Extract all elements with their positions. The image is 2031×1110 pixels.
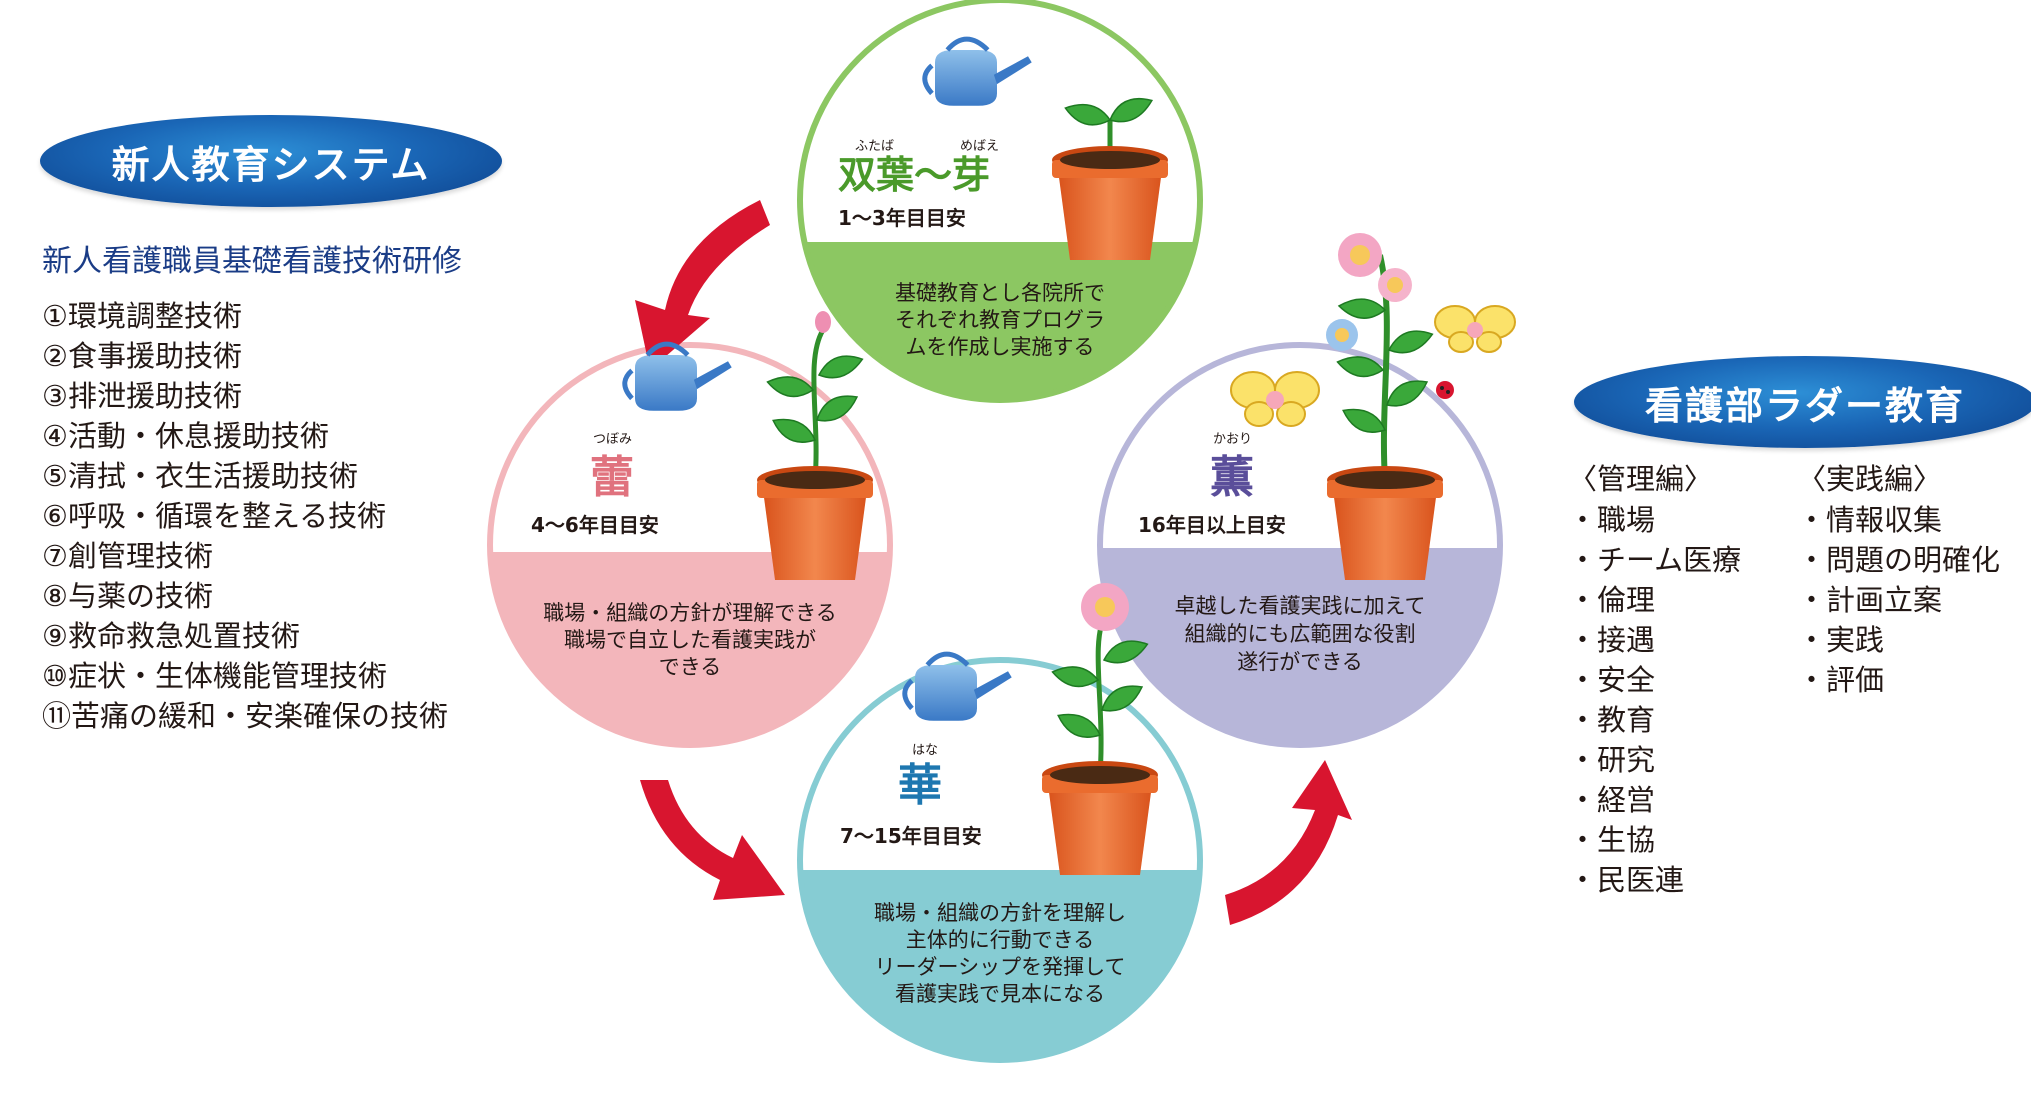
new-staff-training-subtitle: 新人看護職員基礎看護技術研修 [42, 244, 462, 279]
stage-ruby: つぼみ [593, 432, 632, 447]
list-item: 倫理 [1568, 580, 1741, 620]
stage-years: 4〜6年目目安 [531, 513, 659, 537]
curved-arrow-icon [635, 200, 770, 370]
list-item: 教育 [1568, 700, 1741, 740]
stage-desc-line: 基礎教育とし各院所で [895, 281, 1105, 305]
flower-icon [1338, 233, 1382, 277]
ladder-education-title: 看護部ラダー教育 [1574, 356, 2031, 448]
stage-desc-line: 職場で自立した看護実践が [564, 628, 816, 652]
list-item: ④活動・休息援助技術 [42, 419, 329, 453]
list-item: 民医連 [1568, 860, 1741, 900]
list-item: 接遇 [1568, 620, 1741, 660]
practice-heading: 〈実践編〉 [1797, 462, 1943, 496]
stage-title: 薫 [1210, 452, 1254, 503]
flower-icon [1326, 319, 1358, 351]
list-item: 評価 [1797, 660, 2000, 700]
stage-desc-line: 主体的に行動できる [906, 928, 1095, 952]
list-item: ③排泄援助技術 [42, 379, 242, 413]
stage-desc-line: リーダーシップを発揮して [875, 955, 1126, 979]
list-item: 計画立案 [1797, 580, 2000, 620]
list-item: ①環境調整技術 [42, 299, 242, 333]
stage-desc-line: 看護実践で見本になる [895, 982, 1105, 1006]
list-item: 研究 [1568, 740, 1741, 780]
stage-desc-line: 組織的にも広範囲な役割 [1185, 622, 1416, 646]
stage-years: 16年目以上目安 [1138, 513, 1286, 537]
stage-desc-line: 遂行ができる [1237, 650, 1363, 674]
stage-desc-line: 職場・組織の方針を理解し [874, 901, 1126, 925]
list-item: 情報収集 [1797, 500, 2000, 540]
ladybug-icon [1436, 381, 1454, 399]
list-item: 職場 [1568, 500, 1741, 540]
stage-years: 1〜3年目目安 [838, 206, 966, 230]
list-item: ⑩症状・生体機能管理技術 [42, 659, 387, 693]
curved-arrow-icon [1225, 760, 1352, 925]
list-item: 実践 [1797, 620, 2000, 660]
stage-ruby: ふたば [855, 139, 894, 154]
list-item: ⑨救命救急処置技術 [42, 619, 300, 653]
management-heading: 〈管理編〉 [1568, 462, 1714, 496]
new-staff-education-title: 新人教育システム [40, 115, 502, 207]
practice-list: 情報収集 問題の明確化 計画立案 実践 評価 [1797, 500, 2000, 700]
curved-arrow-icon [640, 780, 785, 900]
list-item: ⑧与薬の技術 [42, 579, 213, 613]
list-item: チーム医療 [1568, 540, 1741, 580]
list-item: 生協 [1568, 820, 1741, 860]
plant-pot-icon [1042, 583, 1158, 875]
stage-title: 華 [898, 760, 942, 811]
stage-title: 蕾 [590, 452, 634, 503]
stage-desc-line: できる [659, 655, 722, 679]
stage-title: 双葉〜芽 [838, 153, 990, 197]
stage-desc-line: 卓越した看護実践に加えて [1175, 594, 1426, 618]
stage-desc-line: それぞれ教育プログラ [895, 308, 1105, 332]
list-item: 安全 [1568, 660, 1741, 700]
management-list: 職場 チーム医療 倫理 接遇 安全 教育 研究 経営 生協 民医連 [1568, 500, 1741, 900]
list-item: 問題の明確化 [1797, 540, 2000, 580]
plant-pot-icon [757, 311, 873, 580]
stage-ruby: めばえ [960, 139, 999, 154]
flower-icon [1378, 268, 1412, 302]
list-item: ⑤清拭・衣生活援助技術 [42, 459, 358, 493]
list-item: ⑪苦痛の緩和・安楽確保の技術 [42, 699, 449, 733]
list-item: 経営 [1568, 780, 1741, 820]
stage-ruby: かおり [1213, 432, 1252, 447]
plant-pot-icon [1052, 92, 1168, 260]
basic-skills-list: ①環境調整技術 ②食事援助技術 ③排泄援助技術 ④活動・休息援助技術 ⑤清拭・衣… [42, 296, 448, 736]
stage-years: 7〜15年目目安 [840, 824, 982, 848]
list-item: ⑥呼吸・循環を整える技術 [42, 499, 387, 533]
stage-desc-line: ムを作成し実施する [906, 335, 1095, 359]
list-item: ②食事援助技術 [42, 339, 242, 373]
stage-tsubomi [487, 342, 893, 748]
stage-desc-line: 職場・組織の方針が理解できる [543, 601, 837, 625]
butterfly-icon [1434, 305, 1516, 353]
butterfly-icon [1230, 371, 1320, 427]
list-item: ⑦創管理技術 [42, 539, 213, 573]
stage-ruby: はな [912, 743, 938, 758]
